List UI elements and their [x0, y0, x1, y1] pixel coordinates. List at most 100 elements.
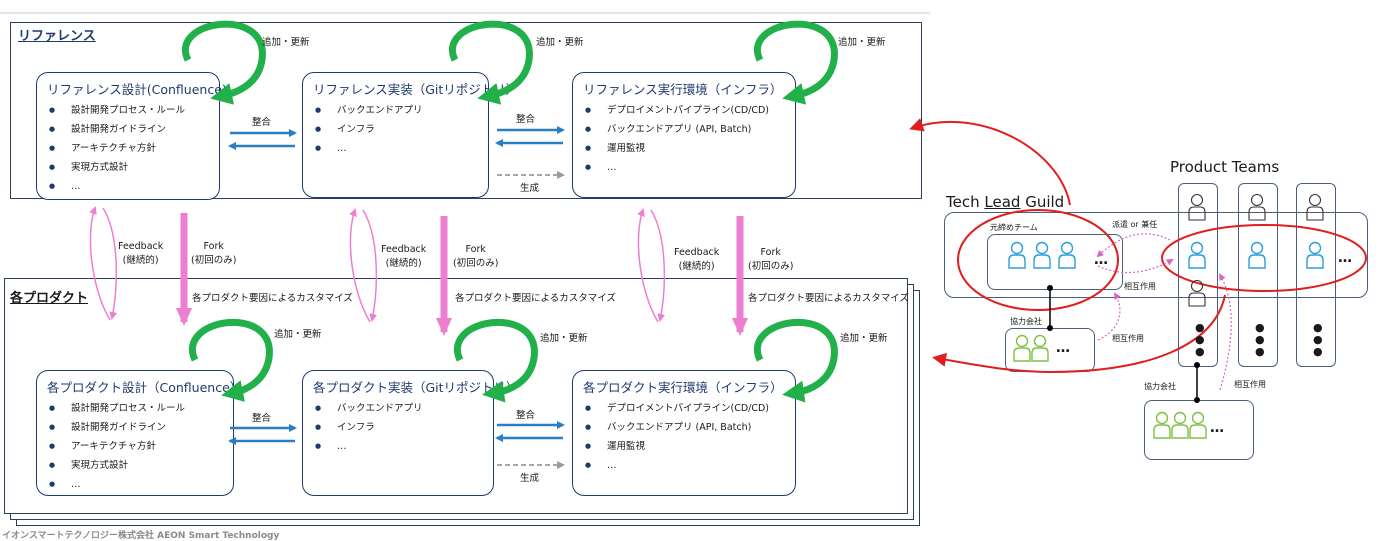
ellipsis: …: [1210, 420, 1225, 436]
add-update-loop-arrow: [454, 318, 538, 403]
fork-label: Fork (初回のみ): [191, 241, 237, 266]
tech-lead-guild-box: [944, 212, 1368, 298]
add-update-loop-arrow: [189, 318, 273, 402]
list-item: 実現方式設計: [49, 456, 185, 475]
add-update-label: 追加・更新: [262, 37, 310, 48]
add-update-loop-arrow: [182, 20, 266, 105]
customize-label: 各プロダクト要因によるカスタマイズ: [455, 293, 616, 304]
add-update-label: 追加・更新: [274, 329, 322, 340]
guild-highlight-ellipse: [957, 209, 1119, 311]
product-design-list: 設計開発プロセス・ルール 設計開発ガイドライン アーキテクチャ方針 実現方式設計…: [49, 399, 185, 494]
list-item: インフラ: [315, 418, 423, 437]
list-item: 設計開発プロセス・ルール: [49, 101, 185, 120]
dispatch-arrow: [1096, 233, 1171, 258]
align-label: 整合: [516, 410, 536, 421]
connector-dot: [1047, 325, 1053, 331]
reference-design-list: 設計開発プロセス・ルール 設計開発ガイドライン アーキテクチャ方針 実現方式設計…: [49, 101, 185, 196]
list-item: …: [315, 437, 423, 456]
feedback-loop-arrow: [89, 206, 111, 321]
list-item: 設計開発ガイドライン: [49, 120, 185, 139]
person-icon: [1306, 193, 1324, 221]
align-label: 整合: [252, 117, 272, 128]
feedback-loops: [89, 206, 666, 323]
person-icon: [1189, 411, 1207, 439]
align-label: 整合: [516, 114, 536, 125]
product-env-list: デプロイメントパイプライン(CD/CD) バックエンドアプリ (API, Bat…: [585, 399, 769, 475]
align-label: 整合: [252, 413, 272, 424]
person-icon: [1188, 241, 1206, 269]
product-team-column-2: [1238, 183, 1278, 367]
tech-lead-guild-title: Tech Lead Guild: [946, 193, 1065, 211]
product-section-title: 各プロダクト: [10, 291, 89, 306]
person-icon: [1008, 241, 1026, 269]
fork-label: Fork (初回のみ): [748, 247, 794, 272]
partner-label: 協力会社: [1144, 382, 1176, 391]
connectors: [1049, 288, 1198, 400]
add-update-label: 追加・更新: [536, 37, 584, 48]
generate-label: 生成: [520, 473, 540, 484]
add-update-label: 追加・更新: [540, 333, 588, 344]
add-update-loop-arrow: [449, 20, 533, 105]
interaction-arrows: [1096, 233, 1232, 391]
customize-label: 各プロダクト要因によるカスタマイズ: [192, 293, 353, 304]
reference-section-title: リファレンス: [18, 29, 96, 44]
feedback-loop-arrow: [349, 208, 371, 323]
footer-company: イオンスマートテクノロジー株式会社 AEON Smart Technology: [2, 531, 280, 541]
list-item: …: [49, 177, 185, 196]
partner-label: 協力会社: [1010, 317, 1042, 326]
list-item: アーキテクチャ方針: [49, 437, 185, 456]
partner-box-right: [1144, 400, 1254, 460]
teams-highlight-ellipse: [1161, 224, 1367, 292]
feedback-label: Feedback (継続的): [674, 247, 720, 272]
list-item: 設計開発プロセス・ルール: [49, 399, 185, 418]
reference-impl-title: リファレンス実装（Gitリポジトリ）: [313, 82, 519, 97]
reference-env-panel: リファレンス実行環境（インフラ） デプロイメントパイプライン(CD/CD) バッ…: [572, 72, 796, 198]
add-update-loop-arrows: [182, 20, 838, 403]
reference-design-title: リファレンス設計(Confluence): [47, 82, 227, 97]
list-item: 運用監視: [585, 139, 769, 158]
fork-label: Fork (初回のみ): [453, 244, 499, 269]
align-arrows: [228, 126, 565, 445]
people-figures: [1008, 193, 1324, 439]
ellipsis: …: [1094, 252, 1109, 268]
generate-arrows: [497, 171, 565, 469]
feedback-loop-arrow: [650, 209, 666, 322]
add-update-label: 追加・更新: [838, 37, 886, 48]
product-env-title: 各プロダクト実行環境（インフラ）: [583, 380, 783, 395]
product-team-column-3: [1296, 183, 1336, 367]
product-impl-list: バックエンドアプリ インフラ …: [315, 399, 423, 456]
feedback-label: Feedback (継続的): [381, 244, 427, 269]
interaction-label: 相互作用: [1234, 380, 1266, 389]
red-link-arrows: [909, 118, 1226, 374]
person-icon: [1248, 193, 1266, 221]
interaction-arrow: [1218, 273, 1232, 391]
reference-design-panel: リファレンス設計(Confluence) 設計開発プロセス・ルール 設計開発ガイ…: [36, 72, 227, 200]
reference-impl-list: バックエンドアプリ インフラ …: [315, 101, 423, 158]
feedback-label: Feedback (継続的): [118, 241, 164, 266]
list-item: バックエンドアプリ (API, Batch): [585, 418, 769, 437]
list-item: バックエンドアプリ (API, Batch): [585, 120, 769, 139]
product-impl-panel: 各プロダクト実装（Gitリポジトリ） バックエンドアプリ インフラ …: [302, 370, 519, 496]
ellipsis: …: [1056, 340, 1071, 356]
dispatch-label: 派遣 or 兼任: [1112, 220, 1158, 229]
generate-label: 生成: [520, 183, 540, 194]
feedback-loop-arrow: [362, 209, 378, 322]
list-item: 設計開発ガイドライン: [49, 418, 185, 437]
person-icon: [1013, 334, 1031, 362]
connector-dot: [1047, 285, 1053, 291]
vertical-dots: ●●●: [1255, 321, 1265, 358]
list-item: デプロイメントパイプライン(CD/CD): [585, 101, 769, 120]
interaction-label: 相互作用: [1124, 282, 1156, 291]
list-item: …: [585, 158, 769, 177]
vertical-dots: ●●●: [1195, 321, 1205, 358]
feedback-loop-arrow: [102, 207, 118, 320]
fork-arrows: [176, 213, 748, 336]
reference-env-list: デプロイメントパイプライン(CD/CD) バックエンドアプリ (API, Bat…: [585, 101, 769, 177]
interaction-label: 相互作用: [1112, 334, 1144, 343]
interaction-arrow: [1097, 292, 1121, 341]
list-item: 実現方式設計: [49, 158, 185, 177]
list-item: アーキテクチャ方針: [49, 139, 185, 158]
list-item: バックエンドアプリ: [315, 399, 423, 418]
product-teams-title: Product Teams: [1170, 158, 1280, 176]
